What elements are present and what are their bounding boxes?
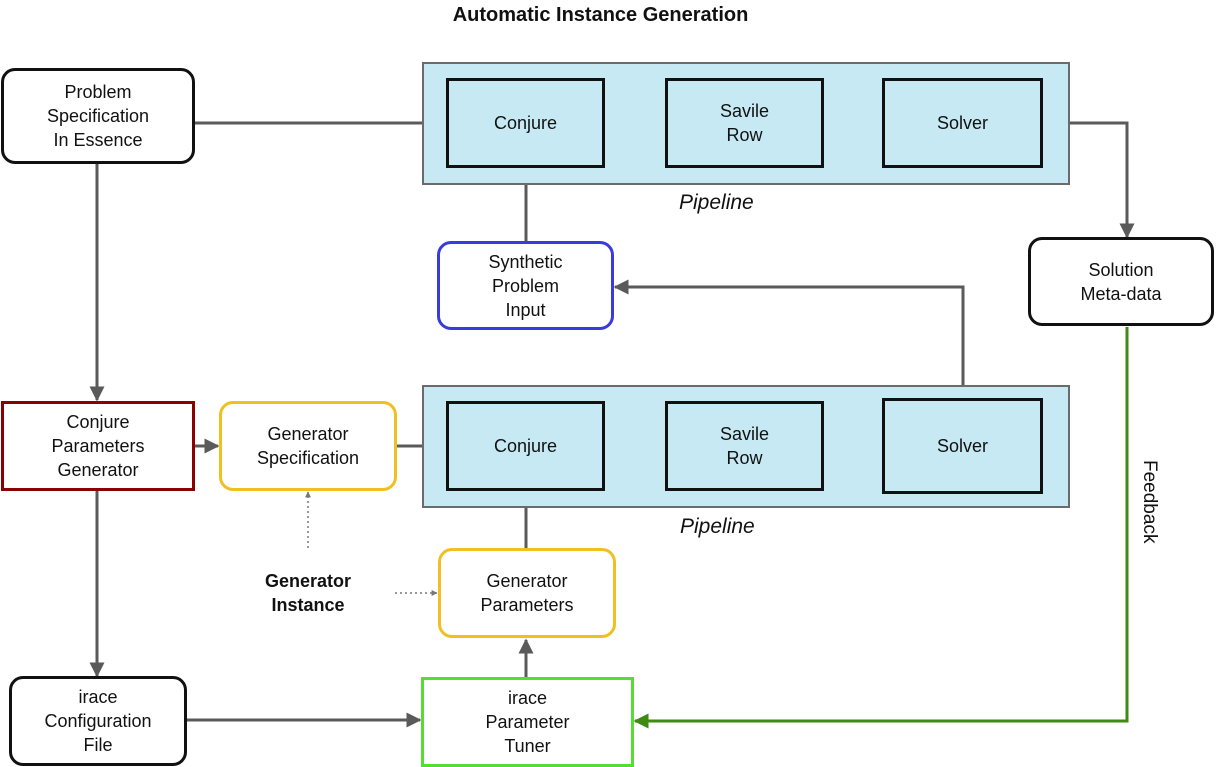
generator-specification-node: Generator Specification [219,401,397,491]
generator-parameters-node: Generator Parameters [438,548,616,638]
generator-instance-label: Generator Instance [264,571,352,615]
diagram-title: Automatic Instance Generation [452,4,749,26]
synthetic-problem-input-node: Synthetic Problem Input [437,241,614,330]
stage-solver-top: Solver [882,78,1043,168]
pipeline-label-bottom: Pipeline [680,515,755,538]
stage-solver-bottom: Solver [882,398,1043,494]
pipeline-label-top: Pipeline [679,191,754,214]
stage-conjure-bottom: Conjure [446,401,605,491]
conjure-parameters-generator-node: Conjure Parameters Generator [1,401,195,491]
problem-specification-node: Problem Specification In Essence [1,68,195,164]
solution-metadata-node: Solution Meta-data [1028,237,1214,326]
stage-savile-row-top: Savile Row [665,78,824,168]
edge-solver-bottom-to-synthetic [613,279,965,398]
irace-parameter-tuner-node: irace Parameter Tuner [421,677,634,767]
feedback-label: Feedback [1139,460,1160,544]
irace-configuration-file-node: irace Configuration File [9,676,187,766]
stage-conjure-top: Conjure [446,78,605,168]
stage-savile-row-bottom: Savile Row [665,401,824,491]
